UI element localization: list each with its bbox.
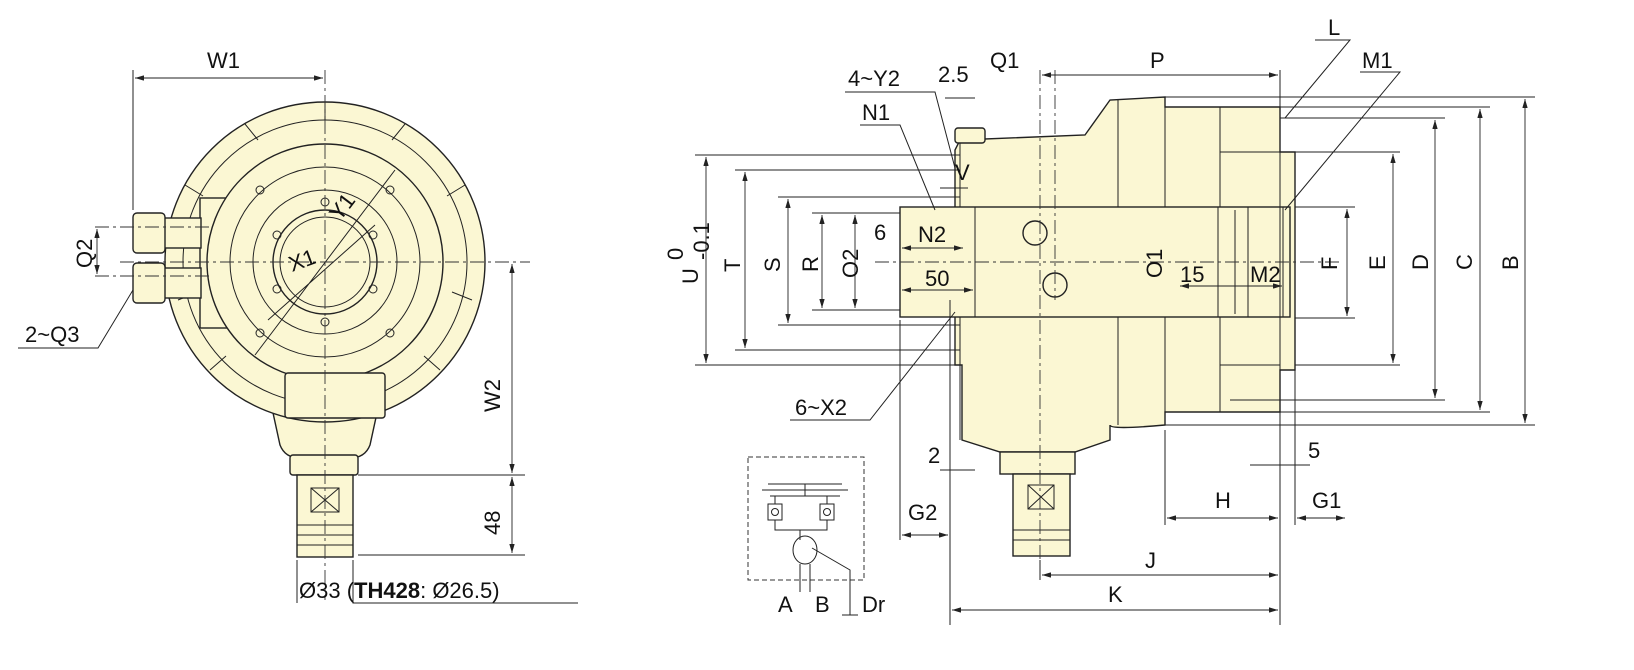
o2-label: O2 <box>838 249 863 278</box>
q1-label: Q1 <box>990 48 1019 73</box>
e-label: E <box>1365 255 1390 270</box>
l-label: L <box>1328 15 1340 40</box>
shaft-diameter-label: Ø33 (TH428: Ø26.5) <box>299 578 500 603</box>
hydraulic-schematic: A B Dr <box>747 456 885 617</box>
neck <box>289 454 359 476</box>
u-label: U 0 -0.1 <box>663 222 714 284</box>
bolt-cap <box>954 127 986 144</box>
t-label: T <box>720 259 745 272</box>
w1-label: W1 <box>207 48 240 73</box>
dim-50-label: 50 <box>925 266 949 291</box>
x2-label: 6~X2 <box>795 395 847 420</box>
dim-2-label: 2 <box>928 443 940 468</box>
side-neck <box>999 451 1076 475</box>
v-label: V <box>955 160 970 185</box>
g1-label: G1 <box>1312 488 1341 513</box>
nameplate <box>284 372 386 419</box>
side-view: Q1 P L M1 4~Y2 2.5 N1 V U 0 -0.1 T S R O… <box>663 15 1535 625</box>
dim-48-label: 48 <box>480 511 505 535</box>
u-letter: U <box>678 268 703 284</box>
y2-label: 4~Y2 <box>848 66 900 91</box>
d-label: D <box>1408 254 1433 270</box>
s-label: S <box>760 257 785 272</box>
g2-label: G2 <box>908 500 937 525</box>
m2-label: M2 <box>1250 262 1281 287</box>
side-square-drive-icon <box>1027 484 1055 510</box>
k-label: K <box>1108 582 1123 607</box>
u-tolerance-upper: 0 <box>663 248 688 260</box>
n1-label: N1 <box>862 100 890 125</box>
bolt-holes <box>255 185 395 338</box>
front-view: W1 Q2 2~Q3 X1 Y1 W2 48 Ø33 (TH428: Ø26.5… <box>18 48 578 604</box>
u-tolerance-lower: -0.1 <box>689 222 714 260</box>
port-hole-upper <box>1022 220 1048 246</box>
h-label: H <box>1215 488 1231 513</box>
q2-label: Q2 <box>72 239 97 268</box>
f-label: F <box>1317 257 1342 270</box>
n2-label: N2 <box>918 222 946 247</box>
r-label: R <box>798 256 823 272</box>
q3-label: 2~Q3 <box>25 322 79 347</box>
side-spline-shaft <box>1012 473 1071 557</box>
c-label: C <box>1452 254 1477 270</box>
port-a-label: A <box>778 592 793 617</box>
w2-label: W2 <box>480 379 505 412</box>
o1-label: O1 <box>1142 249 1167 278</box>
b-label: B <box>1498 255 1523 270</box>
port-dr-label: Dr <box>862 592 885 617</box>
dim-5-label: 5 <box>1308 438 1320 463</box>
port-b-label: B <box>815 592 830 617</box>
dim-15-label: 15 <box>1180 262 1204 287</box>
m1-label: M1 <box>1362 48 1393 73</box>
ports <box>132 212 202 304</box>
p-label: P <box>1150 48 1165 73</box>
dim-2-5-label: 2.5 <box>938 62 969 87</box>
dim-6-label: 6 <box>874 220 886 245</box>
j-label: J <box>1145 548 1156 573</box>
